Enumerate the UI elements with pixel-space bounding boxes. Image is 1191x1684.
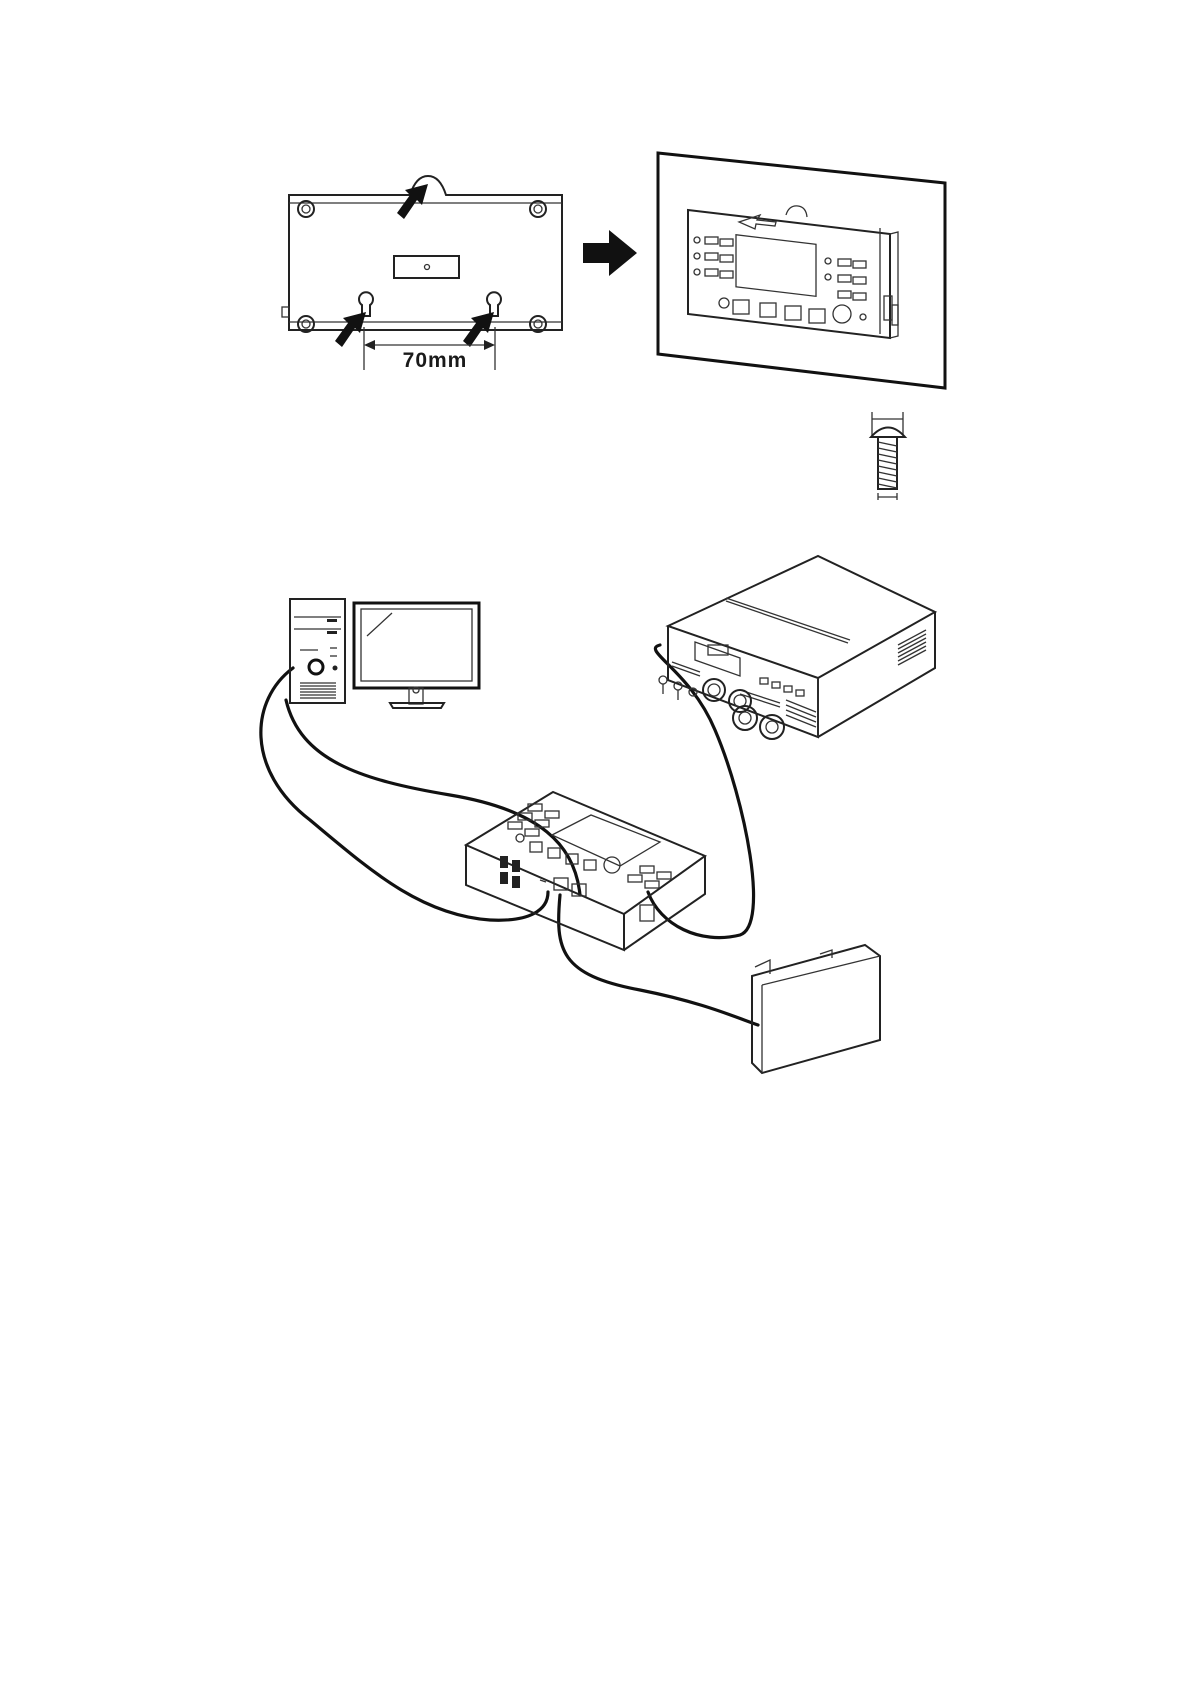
monitor-icon xyxy=(354,603,479,708)
wall-mounted-unit xyxy=(658,153,945,388)
battery-icon xyxy=(752,945,880,1073)
keyhole-slot xyxy=(359,292,501,316)
rear-panel xyxy=(282,176,562,370)
inverter-icon xyxy=(659,556,935,739)
corner-screw-icon xyxy=(298,201,546,332)
computer-tower-icon xyxy=(290,599,345,703)
screw-icon xyxy=(871,412,905,500)
remote-panel-icon xyxy=(466,792,705,950)
direction-arrow-icon xyxy=(583,230,637,276)
dimension-label: 70mm xyxy=(380,349,490,373)
